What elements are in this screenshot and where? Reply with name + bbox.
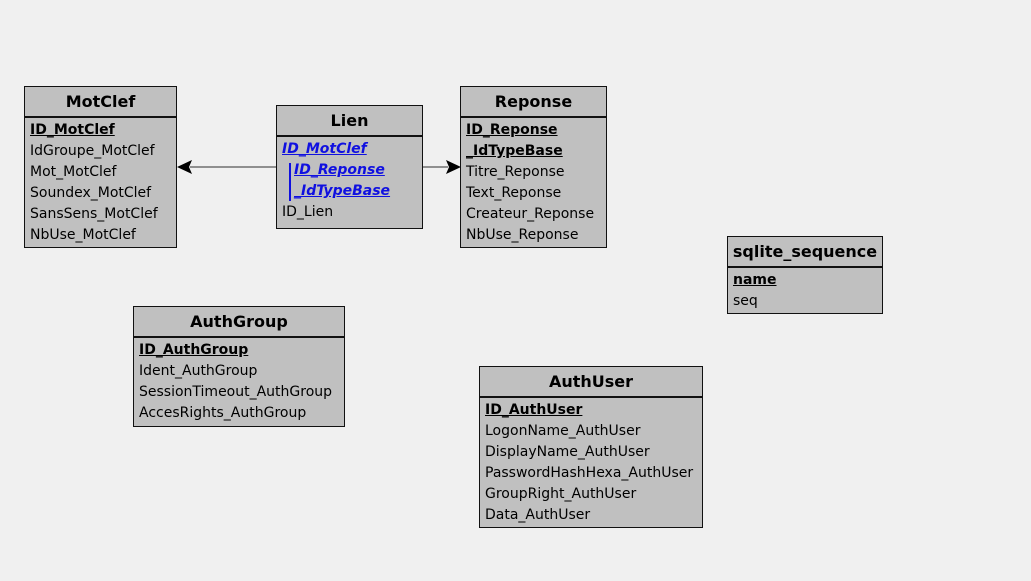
primary-key-field: name — [733, 272, 777, 288]
field: Text_Reponse — [466, 185, 562, 201]
foreign-key-field: _IdTypeBase — [294, 183, 391, 199]
field: Ident_AuthGroup — [139, 363, 258, 379]
field: Mot_MotClef — [30, 164, 117, 180]
field: Createur_Reponse — [466, 206, 595, 222]
primary-key-field: ID_AuthUser — [485, 402, 583, 418]
primary-key-field: _IdTypeBase — [466, 143, 563, 159]
entity-authgroup[interactable]: AuthGroup ID_AuthGroup Ident_AuthGroup S… — [133, 306, 345, 427]
field: NbUse_Reponse — [466, 227, 579, 243]
entity-title: Reponse — [461, 87, 606, 118]
field: Data_AuthUser — [485, 507, 591, 523]
field: LogonName_AuthUser — [485, 423, 641, 439]
entity-title: MotClef — [25, 87, 176, 118]
field: Titre_Reponse — [466, 164, 565, 180]
field: IdGroupe_MotClef — [30, 143, 155, 159]
entity-reponse[interactable]: Reponse ID_Reponse _IdTypeBase Titre_Rep… — [460, 86, 607, 248]
arrowhead-motclef — [177, 160, 192, 174]
arrowhead-reponse — [446, 160, 461, 174]
field: Soundex_MotClef — [30, 185, 152, 201]
field: SessionTimeout_AuthGroup — [139, 384, 333, 400]
foreign-key-field: ID_Reponse — [294, 162, 385, 178]
field: NbUse_MotClef — [30, 227, 136, 243]
primary-key-field: ID_AuthGroup — [139, 342, 249, 358]
field: ID_Lien — [282, 204, 334, 220]
entity-title: Lien — [277, 106, 422, 137]
entity-title: AuthUser — [480, 367, 702, 398]
primary-key-field: ID_Reponse — [466, 122, 558, 138]
field: GroupRight_AuthUser — [485, 486, 637, 502]
entity-title: sqlite_sequence — [728, 237, 882, 268]
field: DisplayName_AuthUser — [485, 444, 650, 460]
entity-lien[interactable]: Lien ID_MotClef ID_Reponse _IdTypeBase I… — [276, 105, 423, 229]
composite-key-bracket — [289, 163, 291, 201]
field: PasswordHashHexa_AuthUser — [485, 465, 694, 481]
entity-motclef[interactable]: MotClef ID_MotClef IdGroupe_MotClef Mot_… — [24, 86, 177, 248]
entity-sqlite-sequence[interactable]: sqlite_sequence name seq — [727, 236, 883, 314]
primary-key-field: ID_MotClef — [30, 122, 115, 138]
field: SansSens_MotClef — [30, 206, 158, 222]
foreign-key-field: ID_MotClef — [282, 141, 367, 157]
field: AccesRights_AuthGroup — [139, 405, 307, 421]
field: seq — [733, 293, 758, 309]
entity-authuser[interactable]: AuthUser ID_AuthUser LogonName_AuthUser … — [479, 366, 703, 528]
entity-title: AuthGroup — [134, 307, 344, 338]
